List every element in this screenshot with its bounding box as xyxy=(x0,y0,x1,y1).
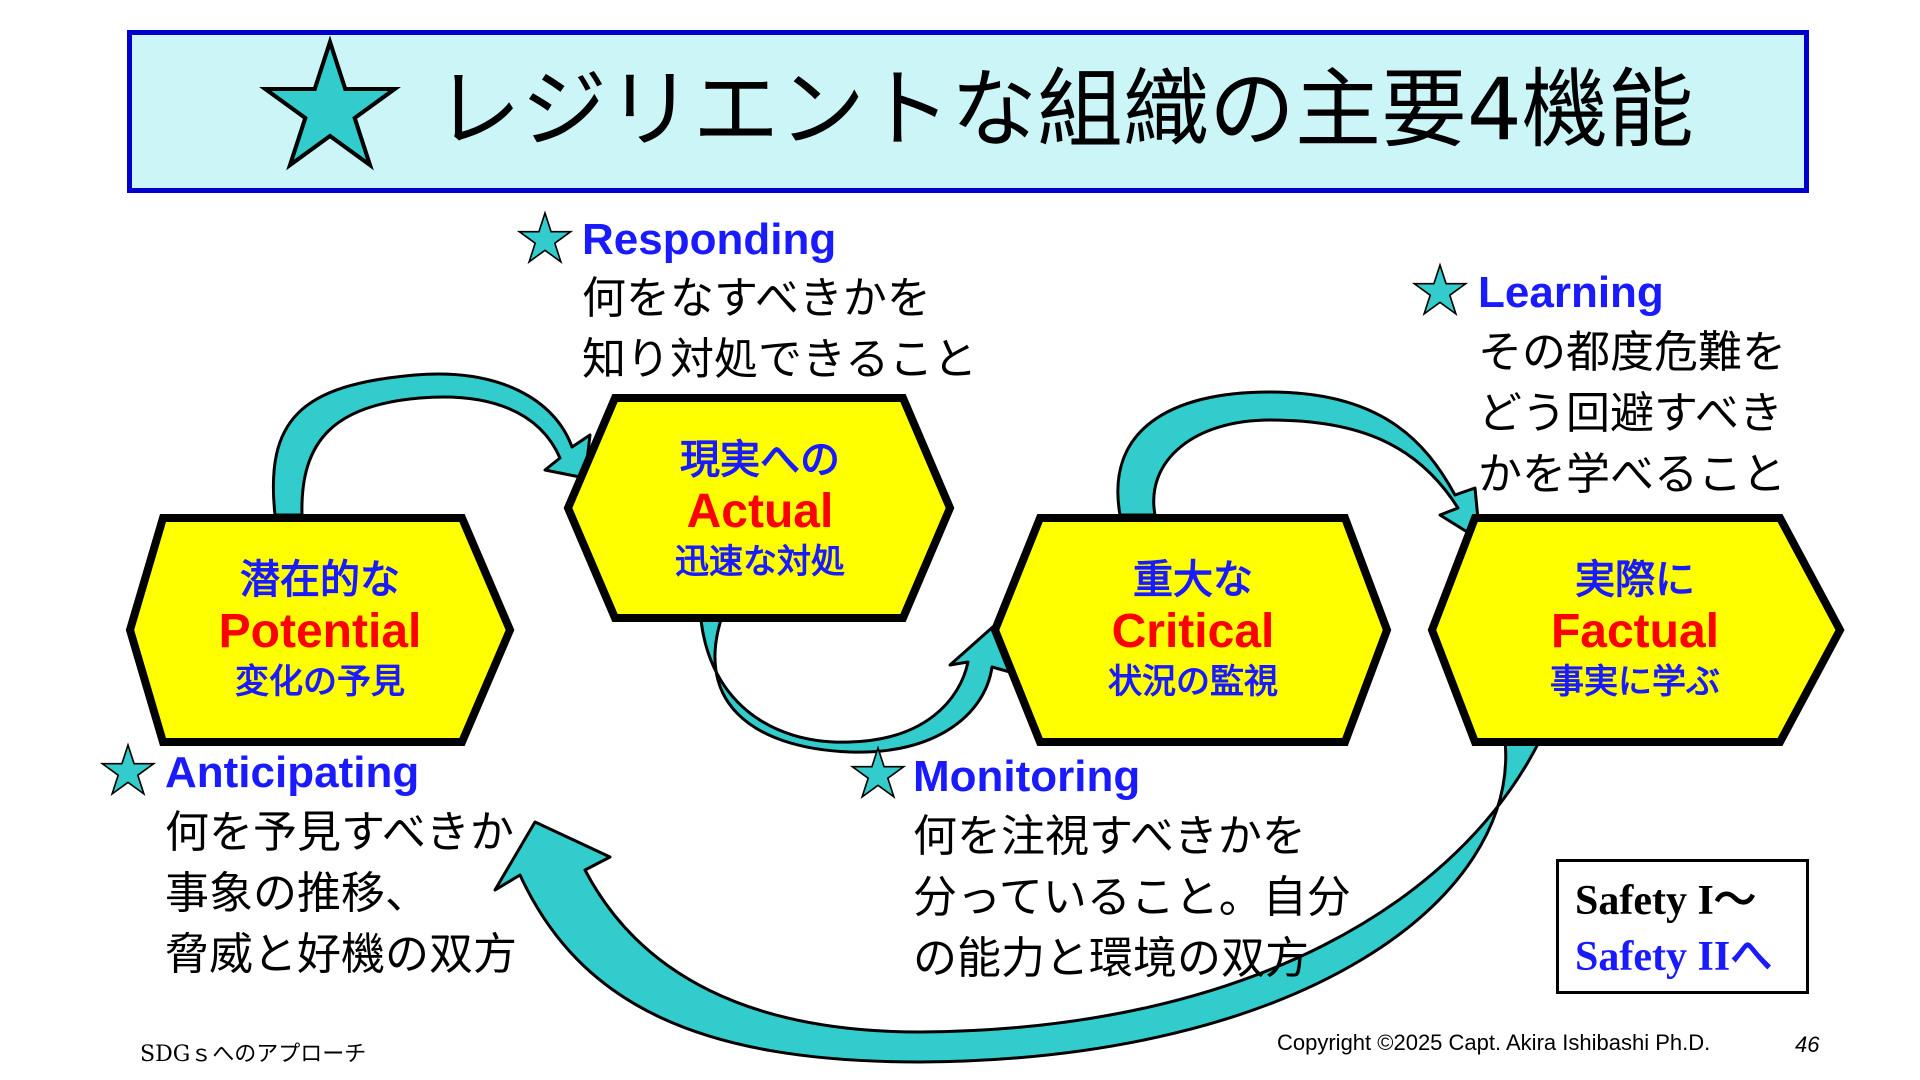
critical-en: Critical xyxy=(1111,605,1275,658)
potential-jp-top: 潜在的な xyxy=(240,557,400,603)
responding-label: Responding xyxy=(582,215,837,264)
anticipating-desc-line: 脅威と好機の双方 xyxy=(165,929,517,980)
hexagon-actual xyxy=(563,394,955,622)
factual-hex-label: 実際に Factual 事実に学ぶ xyxy=(1485,555,1785,705)
critical-hex-label: 重大な Critical 状況の監視 xyxy=(1043,555,1343,705)
potential-en: Potential xyxy=(218,605,422,658)
anticipating-desc-line: 何を予見すべきか xyxy=(165,807,514,858)
anticipating-desc-line: 事象の推移、 xyxy=(165,868,429,919)
monitoring-desc: 何を注視すべきかを 分っていること。自分 の能力と環境の双方 xyxy=(913,806,1351,989)
monitoring-desc-line: 分っていること。自分 xyxy=(913,872,1351,923)
footer-left: SDGｓへのアプローチ xyxy=(140,1042,367,1067)
learning-desc-line: どう回避すべき xyxy=(1478,388,1783,439)
arrow-factual-to-potential xyxy=(493,738,1542,1064)
hexagon-factual xyxy=(1427,514,1845,746)
arrow-potential-to-actual xyxy=(271,372,592,517)
responding-desc: 何をなすべきかを 知り対処できること xyxy=(582,268,977,390)
arrow-actual-to-critical xyxy=(698,606,1012,754)
page-number: 46 xyxy=(1795,1032,1820,1057)
actual-jp-top: 現実への xyxy=(680,437,840,483)
safety-line-1: Safety I〜 xyxy=(1575,878,1756,924)
responding-star-icon xyxy=(518,212,572,263)
title-star-icon xyxy=(265,42,394,165)
anticipating-label: Anticipating xyxy=(165,748,420,797)
learning-star-icon xyxy=(1413,264,1467,315)
potential-hex-label: 潜在的な Potential 変化の予見 xyxy=(170,555,470,705)
monitoring-star-icon xyxy=(851,747,905,798)
responding-desc-line: 知り対処できること xyxy=(582,334,978,385)
learning-desc-line: その都度危難を xyxy=(1478,327,1786,378)
title-box xyxy=(127,30,1809,193)
hexagon-critical xyxy=(990,514,1392,746)
monitoring-label: Monitoring xyxy=(913,752,1141,801)
page-title: レジリエントな組織の主要4機能 xyxy=(435,60,1694,160)
anticipating-desc: 何を予見すべきか 事象の推移、 脅威と好機の双方 xyxy=(165,802,517,985)
factual-jp-top: 実際に xyxy=(1575,557,1695,603)
arrow-critical-to-factual xyxy=(1116,390,1482,542)
factual-en: Factual xyxy=(1550,605,1720,658)
potential-jp-bottom: 変化の予見 xyxy=(235,662,405,702)
monitoring-desc-line: の能力と環境の双方 xyxy=(913,933,1309,984)
learning-label: Learning xyxy=(1478,268,1664,317)
hexagon-potential xyxy=(125,514,515,746)
footer-copyright: Copyright ©2025 Capt. Akira Ishibashi Ph… xyxy=(1277,1030,1711,1055)
actual-jp-bottom: 迅速な対処 xyxy=(675,542,845,582)
learning-desc-line: かを学べること xyxy=(1478,449,1786,500)
actual-en: Actual xyxy=(686,485,834,538)
monitoring-desc-line: 何を注視すべきかを xyxy=(913,811,1306,862)
factual-jp-bottom: 事実に学ぶ xyxy=(1550,662,1720,702)
actual-hex-label: 現実への Actual 迅速な対処 xyxy=(610,435,910,585)
critical-jp-bottom: 状況の監視 xyxy=(1108,662,1278,702)
safety-line-2: Safety IIへ xyxy=(1575,934,1773,980)
learning-desc: その都度危難を どう回避すべき かを学べること xyxy=(1478,322,1786,505)
critical-jp-top: 重大な xyxy=(1133,557,1253,603)
safety-box: Safety I〜 Safety IIへ xyxy=(1556,859,1809,994)
responding-desc-line: 何をなすべきかを xyxy=(582,273,931,324)
anticipating-star-icon xyxy=(101,744,155,795)
